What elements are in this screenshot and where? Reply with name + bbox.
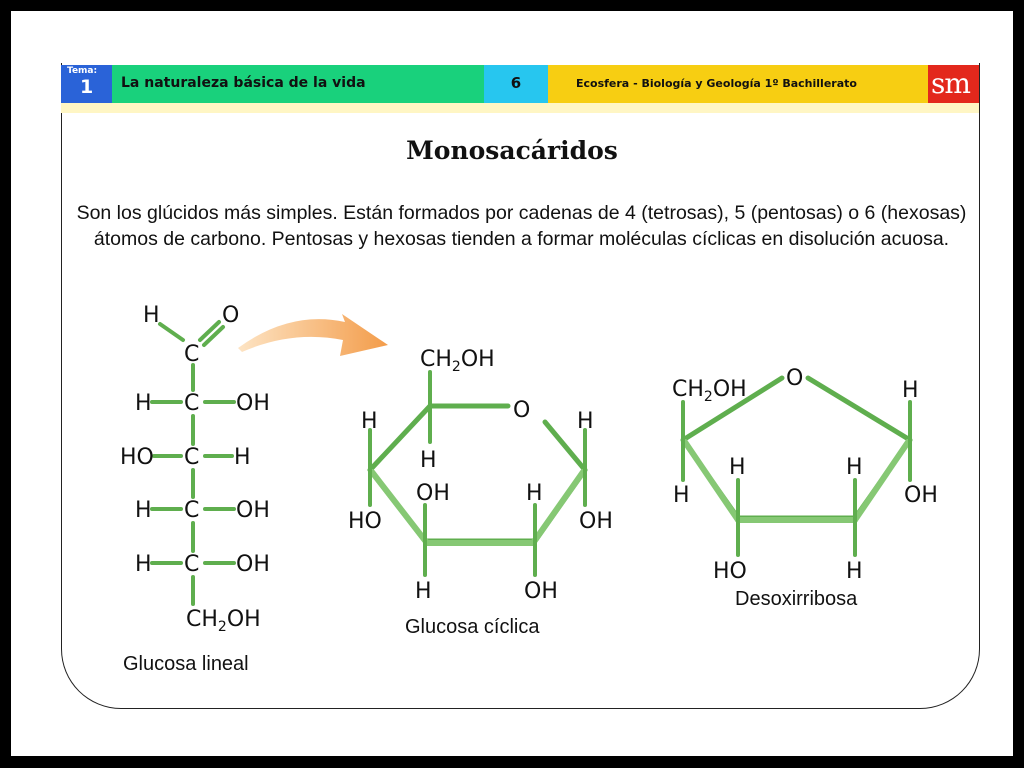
curved-arrow-shape — [238, 314, 388, 356]
topic-title: La naturaleza básica de la vida — [121, 75, 366, 91]
book-title: Ecosfera - Biología y Geología 1º Bachil… — [576, 77, 857, 90]
atom-h: H — [420, 448, 437, 473]
subscript-2: 2 — [218, 619, 227, 635]
ch-group: CH — [420, 347, 452, 372]
atom-c: C — [184, 498, 199, 523]
atom-h: H — [135, 552, 152, 577]
tema-badge: Tema: 1 — [61, 65, 112, 103]
atom-h: H — [846, 455, 863, 480]
atom-h: H — [415, 579, 432, 604]
atom-ch2oh: CH2OH — [420, 347, 495, 375]
caption-desoxirribosa: Desoxirribosa — [735, 588, 858, 610]
transformation-arrow — [238, 314, 388, 356]
cyclic-ring-front-edge — [369, 469, 586, 546]
atom-ring-o: O — [513, 398, 530, 423]
cyclic-glucose: CH2OH O H H HO H OH OH H H OH Glucosa cí… — [348, 347, 613, 638]
cyclic-ring-bonds — [367, 403, 588, 544]
atom-h: H — [673, 483, 690, 508]
subscript-2: 2 — [452, 359, 461, 375]
header-underline — [61, 103, 979, 113]
atom-oh: OH — [524, 579, 558, 604]
topic-section: La naturaleza básica de la vida — [112, 65, 484, 103]
book-section: Ecosfera - Biología y Geología 1º Bachil… — [548, 65, 928, 103]
atom-h: H — [902, 378, 919, 403]
subscript-2: 2 — [704, 389, 713, 405]
atom-h: H — [526, 481, 543, 506]
header-bar: Tema: 1 La naturaleza básica de la vida … — [61, 65, 979, 103]
oh-group: OH — [713, 377, 747, 402]
atom-h: H — [135, 391, 152, 416]
atom-oh: OH — [416, 481, 450, 506]
atom-oh: OH — [236, 391, 270, 416]
atom-c: C — [184, 342, 199, 367]
atom-c: C — [184, 391, 199, 416]
caption-glucosa-ciclica: Glucosa cíclica — [405, 616, 540, 638]
atom-oh: OH — [236, 498, 270, 523]
deoxyribose: CH2OH O H H OH H HO H H Desoxirribosa — [672, 366, 938, 610]
tema-number: 1 — [80, 76, 94, 98]
oh-group: OH — [227, 607, 261, 632]
atom-ring-o: O — [786, 366, 803, 391]
atom-oh: OH — [579, 509, 613, 534]
caption-glucosa-lineal: Glucosa lineal — [123, 653, 249, 675]
atom-h: H — [143, 303, 160, 328]
sm-logo-text: sm — [931, 67, 971, 100]
atom-h: H — [577, 409, 594, 434]
ch-group: CH — [186, 607, 218, 632]
publisher-logo: sm — [928, 65, 979, 103]
atom-h: H — [846, 559, 863, 584]
unit-number: 6 — [510, 74, 522, 92]
cyclic-substituent-bonds — [368, 370, 587, 577]
tema-label: Tema: — [67, 66, 98, 76]
atom-oh: OH — [904, 483, 938, 508]
atom-c: C — [184, 445, 199, 470]
atom-ho: HO — [120, 445, 154, 470]
ch-group: CH — [672, 377, 704, 402]
linear-bonds — [150, 320, 236, 606]
unit-number-section: 6 — [484, 65, 548, 103]
atom-h: H — [135, 498, 152, 523]
deoxyribose-front-edge — [682, 439, 911, 523]
atom-ch2oh: CH2OH — [186, 607, 261, 635]
page-title: Monosacáridos — [406, 136, 618, 165]
intro-paragraph: Son los glúcidos más simples. Están form… — [64, 200, 979, 252]
atom-h: H — [234, 445, 251, 470]
deoxyribose-substituent-bonds — [681, 400, 912, 557]
atom-oh: OH — [236, 552, 270, 577]
intro-line-1: Son los glúcidos más simples. Están form… — [76, 202, 967, 224]
oh-group: OH — [461, 347, 495, 372]
atom-c: C — [184, 552, 199, 577]
atom-h: H — [729, 455, 746, 480]
atom-ch2oh: CH2OH — [672, 377, 747, 405]
atom-h: H — [361, 409, 378, 434]
content-panel — [61, 63, 980, 709]
atom-ho: HO — [713, 559, 747, 584]
atom-ho: HO — [348, 509, 382, 534]
atom-o: O — [222, 303, 239, 328]
intro-line-2: átomos de carbono. Pentosas y hexosas ti… — [93, 228, 950, 250]
linear-glucose: H O C H C OH HO C H H C OH H C OH CH2OH … — [120, 303, 270, 675]
